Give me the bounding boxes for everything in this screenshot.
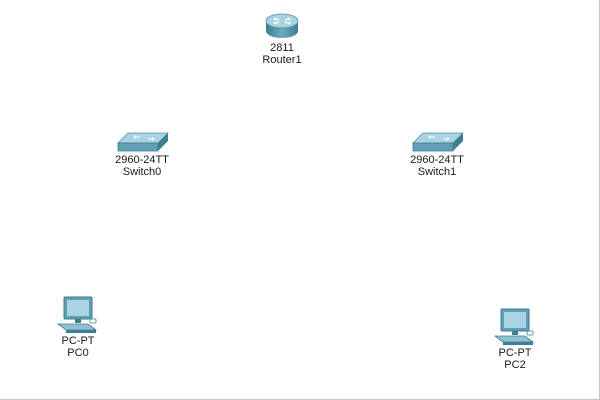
- switch1-name-label: Switch1: [417, 166, 457, 178]
- device-pc0[interactable]: PC-PT PC0: [23, 295, 133, 359]
- switch-icon: [412, 132, 464, 152]
- device-switch0[interactable]: 2960-24TT Switch0: [87, 130, 197, 178]
- switch0-name-label: Switch0: [122, 166, 162, 178]
- pc-icon: [493, 308, 535, 345]
- router1-model-label: 2811: [270, 42, 294, 54]
- router1-name-label: Router1: [262, 54, 302, 66]
- pc0-name-label: PC0: [67, 347, 89, 359]
- switch-icon: [117, 132, 169, 152]
- pc2-name-label: PC2: [504, 359, 526, 371]
- device-switch1[interactable]: 2960-24TT Switch1: [382, 130, 492, 178]
- switch0-model-label: 2960-24TT: [115, 154, 169, 166]
- switch1-model-label: 2960-24TT: [410, 154, 464, 166]
- pc2-model-label: PC-PT: [498, 347, 532, 359]
- pc-icon: [56, 296, 98, 333]
- pc0-model-label: PC-PT: [61, 335, 95, 347]
- router-icon: [265, 13, 299, 38]
- device-router1[interactable]: 2811 Router1: [227, 10, 337, 66]
- device-pc2[interactable]: PC-PT PC2: [460, 307, 570, 371]
